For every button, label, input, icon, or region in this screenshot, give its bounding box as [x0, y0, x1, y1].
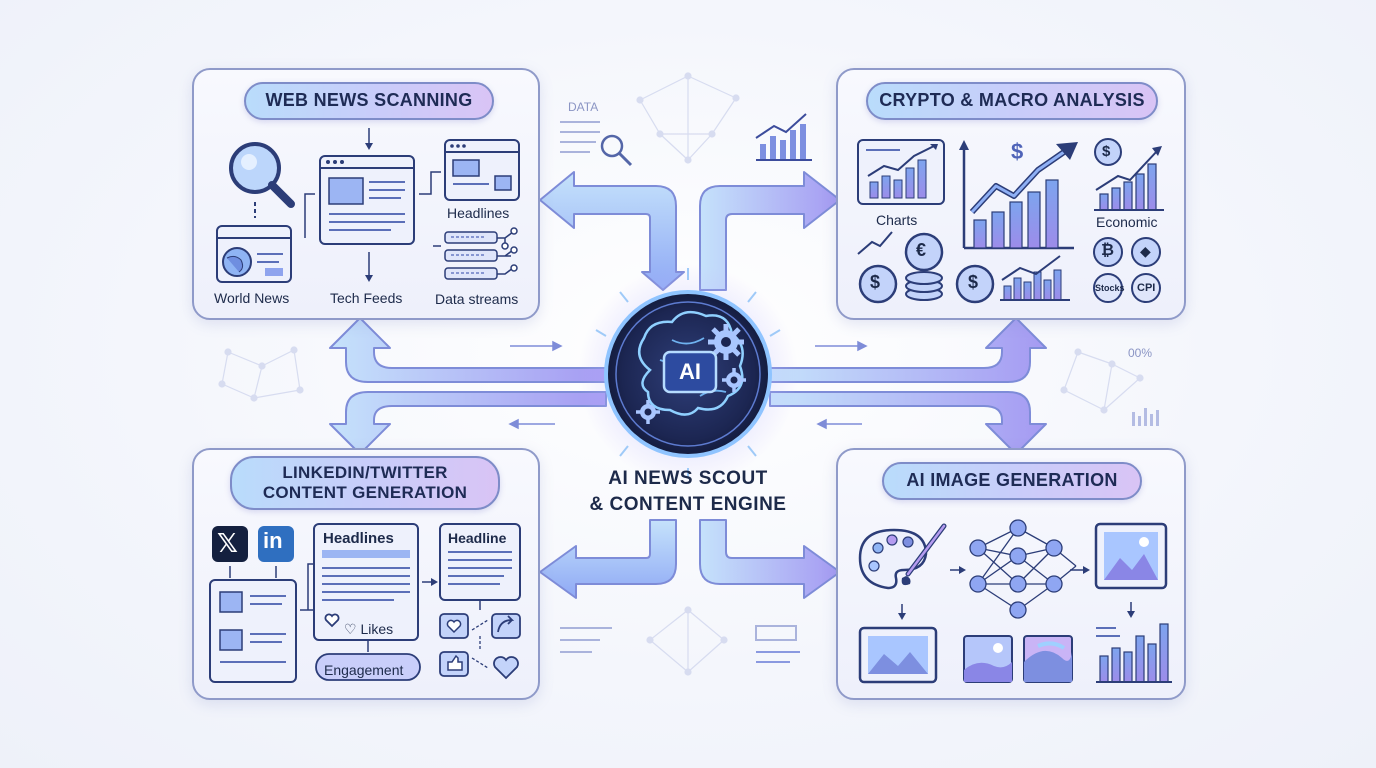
abstract-image-icon — [1023, 635, 1073, 683]
gear-icon-small — [722, 368, 746, 392]
arrow-left-lower — [329, 391, 607, 455]
engine-title: AI NEWS SCOUT & CONTENT ENGINE — [568, 466, 808, 518]
growth-chart-icon — [959, 140, 1078, 250]
ethereum-icon: ◆ — [1140, 243, 1151, 259]
bitcoin-icon: ₿ — [1101, 242, 1115, 259]
mini-bars-right — [1132, 408, 1159, 426]
crypto-illustration — [857, 138, 1164, 304]
tech-feeds-label: Tech Feeds — [330, 290, 403, 306]
arrow-right-upper — [769, 317, 1047, 383]
image-icon — [1094, 522, 1168, 590]
bar-chart-icon — [1096, 623, 1172, 683]
headline-doc-icon — [439, 523, 521, 601]
data-streams-label: Data streams — [435, 291, 519, 307]
charts-window-icon — [857, 139, 945, 205]
globe-window-icon — [216, 225, 292, 283]
mini-bar-chart-top — [755, 113, 812, 161]
engine-title-line1: AI NEWS SCOUT — [608, 468, 768, 489]
engine-title-line2: & CONTENT ENGINE — [589, 494, 787, 515]
browser-window-icon — [319, 155, 415, 245]
data-tag: DATA — [568, 100, 599, 114]
web-news-illustration — [216, 128, 520, 283]
economic-icon — [1094, 138, 1164, 211]
sample-image-icon — [963, 635, 1013, 683]
dollar-symbol-coin: $ — [870, 272, 881, 292]
data-stream-icon — [444, 227, 518, 280]
neural-network-icon — [969, 519, 1077, 619]
headline-doc-label: Headline — [448, 530, 507, 546]
x-logo-icon — [212, 526, 248, 562]
social-title: LINKEDIN/TWITTER CONTENT GENERATION — [230, 456, 500, 510]
ai-logo-text: AI — [679, 359, 701, 384]
social-title-line1: LINKEDIN/TWITTER — [282, 462, 448, 482]
network-decoration — [218, 72, 1144, 676]
charts-label: Charts — [876, 212, 918, 228]
world-news-label: World News — [214, 290, 290, 306]
economic-label: Economic — [1096, 214, 1158, 230]
mini-list-decoration-bottom — [560, 625, 800, 663]
arrow-to-image-gen — [699, 519, 841, 599]
reactions-icon — [439, 613, 521, 680]
landscape-image-icon — [858, 626, 938, 684]
arrow-to-web-news — [539, 171, 685, 291]
arrow-to-crypto — [699, 171, 841, 291]
headlines-doc-label: Headlines — [323, 530, 394, 547]
magnifier-icon — [229, 142, 295, 208]
gear-icon-left — [636, 400, 660, 424]
euro-symbol: € — [916, 240, 927, 260]
heart-icon — [324, 613, 340, 628]
crypto-title: CRYPTO & MACRO ANALYSIS — [866, 82, 1158, 120]
image-gen-illustration — [858, 519, 1172, 684]
coin-stack-icon — [857, 231, 944, 304]
social-illustration — [209, 523, 521, 683]
gear-icon — [708, 324, 744, 360]
headlines-label: Headlines — [447, 205, 510, 221]
dollar-symbol-economic: $ — [1102, 143, 1111, 160]
crypto-badges — [1093, 237, 1161, 303]
brain-icon — [637, 310, 744, 416]
social-title-line2: CONTENT GENERATION — [262, 483, 468, 502]
dollar-symbol-coin-2: $ — [968, 272, 979, 292]
arrow-left-upper — [329, 317, 607, 383]
hub-rays — [595, 268, 781, 478]
linkedin-logo-icon — [258, 526, 294, 562]
arrow-right-lower — [769, 391, 1047, 455]
palette-icon — [858, 523, 947, 590]
dollar-coin-icon — [955, 264, 995, 304]
image-gen-title: AI IMAGE GENERATION — [882, 462, 1142, 500]
cpi-badge: CPI — [1137, 282, 1156, 294]
engagement-label: Engagement — [324, 662, 404, 678]
percent-tag: 00% — [1128, 346, 1153, 360]
ai-hub — [578, 264, 798, 484]
stocks-badge: Stocks — [1095, 283, 1125, 293]
post-window-icon — [209, 579, 297, 683]
web-news-title: WEB NEWS SCANNING — [244, 82, 494, 120]
arrow-to-social — [539, 519, 677, 599]
mini-chart-icon — [1000, 255, 1070, 301]
headlines-doc-icon — [313, 523, 419, 641]
linkedin-logo-text: in — [263, 528, 283, 553]
engagement-pill-bg — [315, 653, 421, 681]
dollar-symbol-chart: $ — [1011, 139, 1024, 164]
likes-label: ♡ Likes — [344, 621, 394, 637]
data-search-decoration — [560, 121, 633, 167]
headlines-window-icon — [444, 139, 520, 201]
x-logo-text: 𝕏 — [217, 528, 238, 558]
